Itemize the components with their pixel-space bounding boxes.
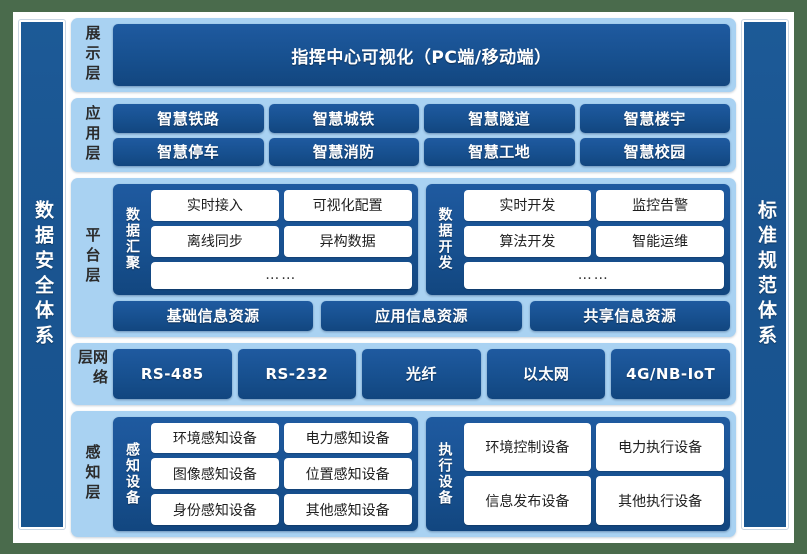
- platform-groups: 数据汇聚 实时接入 可视化配置 离线同步 异构数据 …… 数据开发: [113, 184, 730, 295]
- platform-group-development-title: 数据开发: [436, 207, 453, 272]
- platform-group-aggregation-title: 数据汇聚: [124, 207, 140, 272]
- app-item-smart-building[interactable]: 智慧楼宇: [579, 104, 730, 133]
- platform-group-development-items: 实时开发 监控告警 算法开发 智能运维 ……: [463, 190, 724, 289]
- layer-sensing-body: 感知设备 环境感知设备 电力感知设备 图像感知设备 位置感知设备 身份感知设备 …: [113, 416, 730, 531]
- left-pillar-label: 数据安全体系: [31, 199, 54, 350]
- sensor-item-environment[interactable]: 环境感知设备: [151, 422, 279, 454]
- sensor-item-other[interactable]: 其他感知设备: [283, 494, 412, 525]
- actuator-item-power-execution[interactable]: 电力执行设备: [596, 422, 724, 472]
- app-item-smart-firefighting[interactable]: 智慧消防: [268, 137, 419, 166]
- left-pillar-data-security: 数据安全体系: [18, 19, 66, 530]
- app-item-smart-railway[interactable]: 智慧铁路: [113, 104, 264, 133]
- sensor-item-identity[interactable]: 身份感知设备: [151, 494, 279, 525]
- sensor-item-power[interactable]: 电力感知设备: [283, 422, 412, 454]
- display-banner[interactable]: 指挥中心可视化（PC端/移动端）: [113, 24, 730, 86]
- sensing-group-sensor-title: 感知设备: [124, 441, 140, 506]
- app-item-smart-campus[interactable]: 智慧校园: [579, 137, 730, 166]
- platform-item-intelligent-ops[interactable]: 智能运维: [596, 225, 724, 257]
- layer-network-label: 网络层: [76, 348, 109, 389]
- platform-item-monitoring-alarm[interactable]: 监控告警: [596, 190, 724, 221]
- layer-platform-body: 数据汇聚 实时接入 可视化配置 离线同步 异构数据 …… 数据开发: [113, 184, 730, 331]
- network-item-4g-nbiot[interactable]: 4G/NB-IoT: [611, 348, 730, 399]
- layer-application-label: 应用层: [83, 105, 102, 165]
- sensor-item-position[interactable]: 位置感知设备: [283, 458, 412, 490]
- network-item-ethernet[interactable]: 以太网: [486, 348, 606, 399]
- actuator-item-environment-control[interactable]: 环境控制设备: [463, 422, 592, 472]
- resource-shared-information[interactable]: 共享信息资源: [529, 300, 730, 331]
- sensing-group-sensor-devices: 感知设备 环境感知设备 电力感知设备 图像感知设备 位置感知设备 身份感知设备 …: [113, 416, 418, 531]
- platform-item-development-more[interactable]: ……: [463, 261, 724, 289]
- resource-basic-information[interactable]: 基础信息资源: [113, 300, 314, 331]
- layer-sensing-label: 感知层: [83, 443, 102, 504]
- app-item-smart-parking[interactable]: 智慧停车: [113, 137, 264, 166]
- platform-item-algorithm-development[interactable]: 算法开发: [463, 225, 592, 257]
- sensing-group-actuator-devices: 执行设备 环境控制设备 电力执行设备 信息发布设备 其他执行设备: [425, 416, 730, 531]
- layer-sensing: 感知层 感知设备 环境感知设备 电力感知设备 图像感知设备 位置感知设备 身份感…: [71, 410, 736, 537]
- layer-network-body: RS-485 RS-232 光纤 以太网 4G/NB-IoT: [113, 348, 730, 399]
- layer-display-label: 展示层: [83, 25, 102, 85]
- layer-application: 应用层 智慧铁路 智慧城铁 智慧隧道 智慧楼宇 智慧停车 智慧消防 智慧工地 智…: [71, 98, 736, 172]
- right-pillar-label: 标准规范体系: [754, 199, 777, 350]
- platform-group-aggregation-items: 实时接入 可视化配置 离线同步 异构数据 ……: [151, 190, 412, 289]
- network-item-rs232[interactable]: RS-232: [237, 348, 357, 399]
- layer-platform-label: 平台层: [83, 227, 102, 288]
- app-item-smart-worksite[interactable]: 智慧工地: [424, 137, 575, 166]
- actuator-item-information-release[interactable]: 信息发布设备: [463, 476, 592, 525]
- platform-item-realtime-development[interactable]: 实时开发: [463, 190, 592, 221]
- platform-group-data-development: 数据开发 实时开发 监控告警 算法开发 智能运维 ……: [425, 184, 730, 295]
- layer-network: 网络层 RS-485 RS-232 光纤 以太网 4G/NB-IoT: [71, 342, 736, 405]
- resource-application-information[interactable]: 应用信息资源: [321, 300, 522, 331]
- platform-item-aggregation-more[interactable]: ……: [151, 261, 412, 289]
- platform-item-heterogeneous-data[interactable]: 异构数据: [283, 225, 412, 257]
- sensing-group-sensor-items: 环境感知设备 电力感知设备 图像感知设备 位置感知设备 身份感知设备 其他感知设…: [151, 422, 412, 525]
- layer-display: 展示层 指挥中心可视化（PC端/移动端）: [71, 18, 736, 92]
- right-pillar-standards: 标准规范体系: [741, 19, 789, 530]
- layer-application-body: 智慧铁路 智慧城铁 智慧隧道 智慧楼宇 智慧停车 智慧消防 智慧工地 智慧校园: [113, 104, 730, 166]
- network-item-rs485[interactable]: RS-485: [113, 348, 232, 399]
- platform-item-visual-config[interactable]: 可视化配置: [283, 190, 412, 221]
- platform-item-realtime-ingest[interactable]: 实时接入: [151, 190, 279, 221]
- sensing-groups: 感知设备 环境感知设备 电力感知设备 图像感知设备 位置感知设备 身份感知设备 …: [113, 416, 730, 531]
- network-grid: RS-485 RS-232 光纤 以太网 4G/NB-IoT: [113, 348, 730, 399]
- app-item-smart-tunnel[interactable]: 智慧隧道: [424, 104, 575, 133]
- layer-stack: 展示层 指挥中心可视化（PC端/移动端） 应用层 智慧铁路 智慧城铁 智慧隧道 …: [71, 18, 736, 537]
- app-item-smart-metro[interactable]: 智慧城铁: [268, 104, 419, 133]
- actuator-item-other[interactable]: 其他执行设备: [596, 476, 724, 525]
- platform-resource-row: 基础信息资源 应用信息资源 共享信息资源: [113, 300, 730, 331]
- application-grid: 智慧铁路 智慧城铁 智慧隧道 智慧楼宇 智慧停车 智慧消防 智慧工地 智慧校园: [113, 104, 730, 166]
- sensor-item-image[interactable]: 图像感知设备: [151, 458, 279, 490]
- layer-platform: 平台层 数据汇聚 实时接入 可视化配置 离线同步 异构数据 ……: [71, 178, 736, 337]
- architecture-diagram: 数据安全体系 展示层 指挥中心可视化（PC端/移动端） 应用层 智慧铁路 智慧城…: [13, 12, 794, 543]
- layer-display-body: 指挥中心可视化（PC端/移动端）: [113, 24, 730, 86]
- platform-group-data-aggregation: 数据汇聚 实时接入 可视化配置 离线同步 异构数据 ……: [113, 184, 418, 295]
- platform-item-offline-sync[interactable]: 离线同步: [151, 225, 279, 257]
- sensing-group-actuator-title: 执行设备: [436, 441, 453, 506]
- sensing-group-actuator-items: 环境控制设备 电力执行设备 信息发布设备 其他执行设备: [463, 422, 724, 525]
- network-item-fiber[interactable]: 光纤: [362, 348, 481, 399]
